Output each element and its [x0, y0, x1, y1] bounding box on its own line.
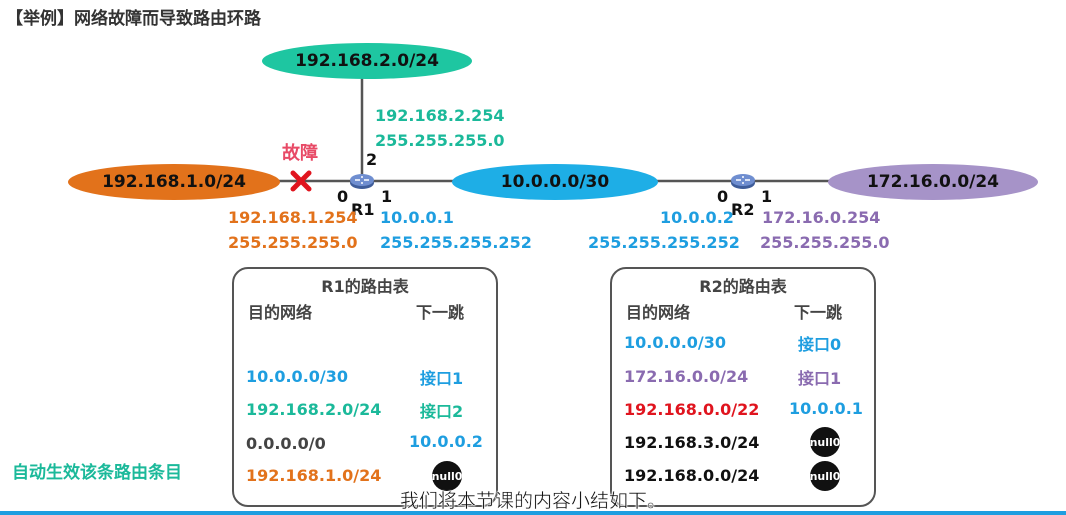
- fault-x-icon: [290, 170, 312, 192]
- table-row-dest: 172.16.0.0/24: [624, 367, 749, 386]
- r1-port2-mask: 255.255.255.0: [375, 131, 505, 150]
- page-title: 【举例】网络故障而导致路由环路: [6, 9, 261, 29]
- null0-badge: null0: [432, 461, 462, 491]
- r2-port-0: 0: [717, 187, 729, 206]
- r2-port0-mask: 255.255.255.252: [588, 233, 740, 252]
- table-row-dest: 0.0.0.0/0: [246, 434, 326, 453]
- table-row-dest: 192.168.1.0/24: [246, 466, 382, 485]
- table-row-hop: 10.0.0.1: [789, 399, 863, 418]
- network-left: 192.168.1.0/24: [68, 164, 280, 200]
- network-right: 172.16.0.0/24: [828, 164, 1038, 200]
- table-row-dest: 10.0.0.0/30: [246, 367, 349, 386]
- table-row-dest: 192.168.0.0/22: [624, 400, 760, 419]
- r1-port-0: 0: [337, 187, 349, 206]
- router-r2-label: R2: [731, 200, 755, 219]
- r2-port1-ip: 172.16.0.254: [762, 208, 881, 227]
- r1-port-2: 2: [366, 150, 378, 169]
- video-subtitle: 我们将本节课的内容小结如下。: [399, 490, 666, 512]
- r2-col-dest: 目的网络: [626, 303, 691, 322]
- r1-port0-mask: 255.255.255.0: [228, 233, 358, 252]
- table-row-dest: 10.0.0.0/30: [624, 333, 727, 352]
- network-left-label: 192.168.1.0/24: [102, 172, 246, 192]
- network-right-label: 172.16.0.0/24: [866, 172, 1000, 192]
- null0-badge: null0: [810, 427, 840, 457]
- network-middle-label: 10.0.0.0/30: [500, 172, 610, 192]
- r1-port1-ip: 10.0.0.1: [380, 208, 454, 227]
- network-middle: 10.0.0.0/30: [452, 164, 658, 200]
- router-r2-icon: [731, 174, 755, 189]
- table-row-dest: 192.168.2.0/24: [246, 400, 382, 419]
- r1-port0-ip: 192.168.1.254: [228, 208, 358, 227]
- bottom-accent-bar: [0, 511, 1066, 515]
- table-row-dest: 192.168.3.0/24: [624, 433, 760, 452]
- r2-port0-ip: 10.0.0.2: [660, 208, 734, 227]
- table-row-dest: 192.168.0.0/24: [624, 466, 760, 485]
- r2-col-hop: 下一跳: [794, 303, 843, 322]
- r2-routing-table: R2的路由表 目的网络 下一跳 10.0.0.0/30 接口0 172.16.0…: [610, 267, 876, 507]
- auto-route-label: 自动生效该条路由条目: [12, 463, 182, 483]
- table-row-hop: 接口0: [798, 335, 842, 354]
- r2-port1-mask: 255.255.255.0: [760, 233, 890, 252]
- r2-port-1: 1: [761, 187, 773, 206]
- r1-routing-table: R1的路由表 目的网络 下一跳 10.0.0.0/30 接口1 192.168.…: [232, 267, 498, 507]
- null0-badge: null0: [810, 461, 840, 491]
- r1-col-hop: 下一跳: [416, 303, 465, 322]
- r1-port2-ip: 192.168.2.254: [375, 106, 505, 125]
- table-row-hop: 接口1: [798, 369, 842, 388]
- table-row-hop: 接口1: [420, 369, 464, 388]
- r1-col-dest: 目的网络: [248, 303, 313, 322]
- r1-port1-mask: 255.255.255.252: [380, 233, 532, 252]
- r1-table-title: R1的路由表: [321, 277, 409, 296]
- table-row-hop: 接口2: [420, 402, 464, 421]
- r2-table-title: R2的路由表: [699, 277, 787, 296]
- table-row-hop: 10.0.0.2: [409, 432, 483, 451]
- router-r1-label: R1: [351, 200, 375, 219]
- fault-label: 故障: [282, 143, 318, 164]
- r1-port-1: 1: [381, 187, 393, 206]
- router-r1-icon: [350, 174, 374, 189]
- network-top: 192.168.2.0/24: [262, 43, 472, 79]
- network-top-label: 192.168.2.0/24: [295, 51, 439, 71]
